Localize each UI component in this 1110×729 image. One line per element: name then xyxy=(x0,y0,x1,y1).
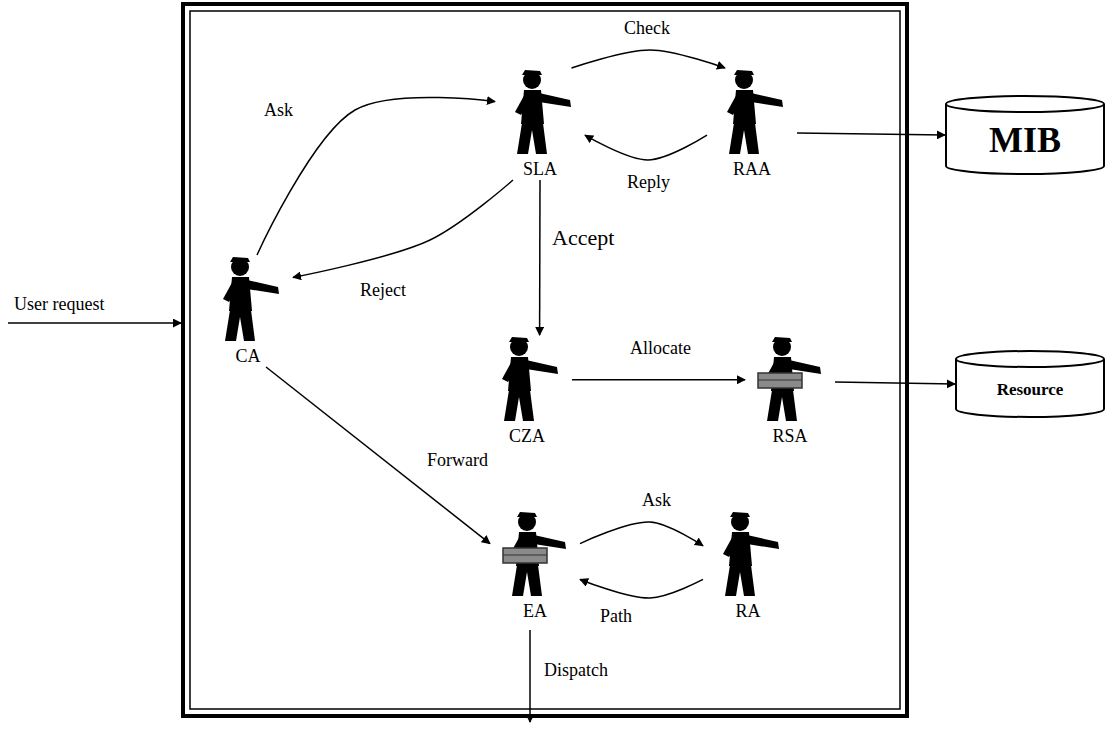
figure-arm xyxy=(502,359,518,382)
figure-arm xyxy=(539,93,571,107)
agent-name: EA xyxy=(523,600,547,622)
figure-hat xyxy=(517,512,537,517)
cylinder-body xyxy=(946,96,1104,174)
figure-legs xyxy=(225,310,255,341)
message-arrow xyxy=(580,522,703,546)
database-cylinder: Resource xyxy=(955,350,1105,418)
message-label: Ask xyxy=(640,490,673,510)
agent-figure xyxy=(708,510,788,600)
message-arrow xyxy=(580,579,703,598)
agent-name: RSA xyxy=(772,425,807,447)
figure-arm xyxy=(534,535,566,549)
figure-head xyxy=(518,513,536,531)
message-label: Reject xyxy=(358,280,408,300)
message-label: Accept xyxy=(550,226,616,250)
briefcase xyxy=(758,373,802,388)
agent-figure-briefcase xyxy=(750,335,830,425)
agent-figure xyxy=(208,255,288,345)
message-arrow xyxy=(266,367,490,544)
cylinder-rim xyxy=(946,104,1104,112)
figure-arm xyxy=(247,280,279,294)
figure-arm xyxy=(789,360,821,374)
agent-name: SLA xyxy=(523,158,557,180)
figure-arm xyxy=(526,360,558,374)
agent-name: RAA xyxy=(733,158,771,180)
agent-figure xyxy=(487,335,567,425)
figure-arm xyxy=(727,92,743,115)
figure-head xyxy=(510,338,528,356)
message-arrow xyxy=(835,382,955,384)
figure-hat xyxy=(730,512,750,517)
figure-arm xyxy=(223,279,239,302)
message-arrow xyxy=(539,180,541,335)
agent-name: CA xyxy=(235,345,260,367)
agent-name: CZA xyxy=(509,425,545,447)
cylinder-rim xyxy=(956,359,1104,367)
message-label: Check xyxy=(622,18,672,38)
message-label: Forward xyxy=(425,450,490,470)
message-label: Path xyxy=(598,606,634,626)
store-name: MIB xyxy=(945,119,1105,161)
figure-hat xyxy=(772,337,792,342)
figure-hat xyxy=(509,337,529,342)
figure-legs xyxy=(729,123,759,154)
figure-arm xyxy=(515,92,531,115)
figure-legs xyxy=(517,123,547,154)
figure-head xyxy=(523,71,541,89)
message-label: Allocate xyxy=(628,338,693,358)
message-arrow xyxy=(293,180,513,277)
store-name: Resource xyxy=(955,380,1105,400)
message-arrow xyxy=(585,135,707,160)
figure-hat xyxy=(522,70,542,75)
agent-figure xyxy=(712,68,792,158)
agent-node: RSA xyxy=(745,335,835,447)
figure-legs xyxy=(512,565,542,596)
figure-legs xyxy=(767,390,797,421)
database-cylinder: MIB xyxy=(945,95,1105,175)
input-arrow xyxy=(8,322,181,324)
figure-arm xyxy=(747,535,779,549)
agent-node: CZA xyxy=(482,335,572,447)
figure-head xyxy=(773,338,791,356)
output-arrow xyxy=(529,630,531,722)
message-arrow xyxy=(797,133,945,135)
agent-node: CA xyxy=(203,255,293,367)
briefcase-seam xyxy=(503,555,547,556)
message-arrow xyxy=(572,50,726,68)
agent-node: SLA xyxy=(495,68,585,180)
flow-label: Dispatch xyxy=(542,660,610,680)
agent-node: RA xyxy=(703,510,793,622)
system-border-inner xyxy=(190,11,900,709)
agent-figure xyxy=(500,68,580,158)
message-label: Ask xyxy=(262,100,295,120)
figure-head xyxy=(231,258,249,276)
figure-legs xyxy=(725,565,755,596)
figure-arm xyxy=(723,534,739,557)
figure-hat xyxy=(230,257,250,262)
agent-node: RAA xyxy=(707,68,797,180)
message-label: Reply xyxy=(625,172,672,192)
flow-label: User request xyxy=(12,294,106,314)
message-arrow xyxy=(257,97,495,255)
figure-head xyxy=(731,513,749,531)
figure-head xyxy=(735,71,753,89)
figure-legs xyxy=(504,390,534,421)
briefcase-seam xyxy=(758,380,802,381)
figure-hat xyxy=(734,70,754,75)
system-border xyxy=(183,4,907,716)
briefcase xyxy=(503,548,547,563)
cylinder-body xyxy=(956,351,1104,417)
agent-figure-briefcase xyxy=(495,510,575,600)
agent-name: RA xyxy=(735,600,760,622)
agent-node: EA xyxy=(490,510,580,622)
figure-arm xyxy=(751,93,783,107)
message-arrow xyxy=(572,379,745,381)
